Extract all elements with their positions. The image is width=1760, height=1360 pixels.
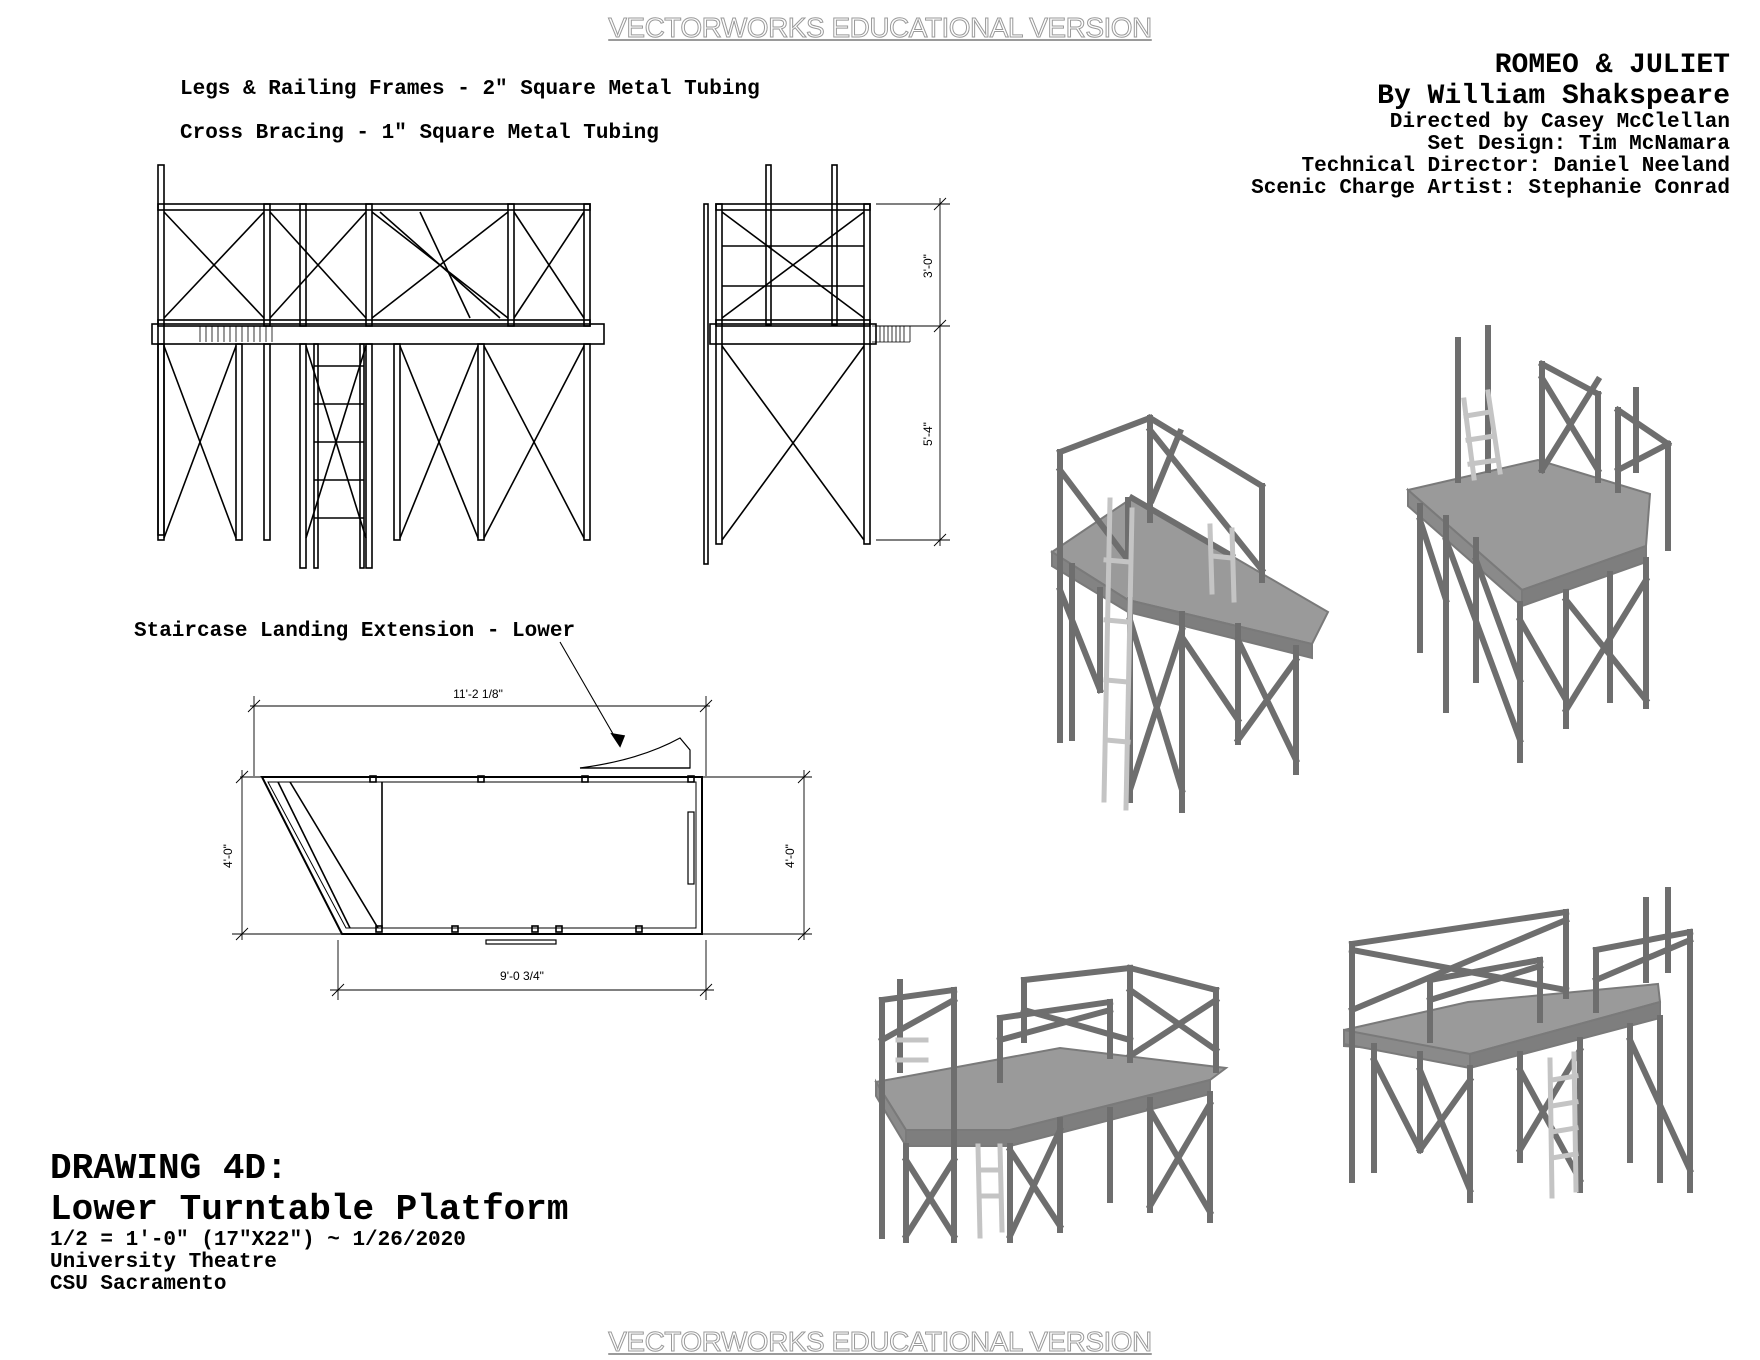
play-author: By William Shakspeare <box>1377 81 1730 112</box>
drawing-name: Lower Turntable Platform <box>50 1189 569 1230</box>
watermark-bottom: VECTORWORKS EDUCATIONAL VERSION <box>608 1326 1153 1358</box>
note-landing-extension: Staircase Landing Extension - Lower <box>134 620 576 643</box>
dim-plan-depth-right: 4'-0" <box>783 844 797 868</box>
iso-view-b <box>1405 325 1673 763</box>
drawing-venue: University Theatre <box>50 1251 277 1274</box>
credit-director: Directed by Casey McClellan <box>1389 111 1730 134</box>
drawing-number: DRAWING 4D: <box>50 1148 288 1189</box>
note-cross-bracing: Cross Bracing - 1" Square Metal Tubing <box>180 122 659 145</box>
dim-plan-length: 11'-2 1/8" <box>453 687 503 701</box>
drawing-school: CSU Sacramento <box>50 1273 227 1296</box>
front-elevation <box>151 164 605 569</box>
credit-set-design: Set Design: Tim McNamara <box>1427 133 1730 156</box>
iso-view-c <box>874 964 1229 1243</box>
credit-scenic-charge: Scenic Charge Artist: Stephanie Conrad <box>1251 177 1730 200</box>
drawing-title-block: DRAWING 4D: Lower Turntable Platform 1/2… <box>50 1148 568 1296</box>
iso-view-a <box>1050 413 1330 813</box>
credit-technical-director: Technical Director: Daniel Neeland <box>1301 155 1730 178</box>
title-block: ROMEO & JULIET By William Shakspeare Dir… <box>1251 50 1730 200</box>
dim-rail-height: 3'-0" <box>921 254 935 278</box>
plan-view <box>232 641 812 1000</box>
dim-leg-height: 5'-4" <box>921 422 935 446</box>
iso-view-d <box>1343 887 1694 1203</box>
play-title: ROMEO & JULIET <box>1494 50 1730 81</box>
note-legs-frames: Legs & Railing Frames - 2" Square Metal … <box>180 78 760 101</box>
dim-plan-bottom: 9'-0 3/4" <box>500 969 544 983</box>
side-elevation <box>703 164 950 565</box>
watermark-top: VECTORWORKS EDUCATIONAL VERSION <box>608 12 1153 44</box>
drawing-scale-date: 1/2 = 1'-0" (17"X22") ~ 1/26/2020 <box>50 1229 466 1252</box>
dim-plan-depth-left: 4'-0" <box>221 844 235 868</box>
